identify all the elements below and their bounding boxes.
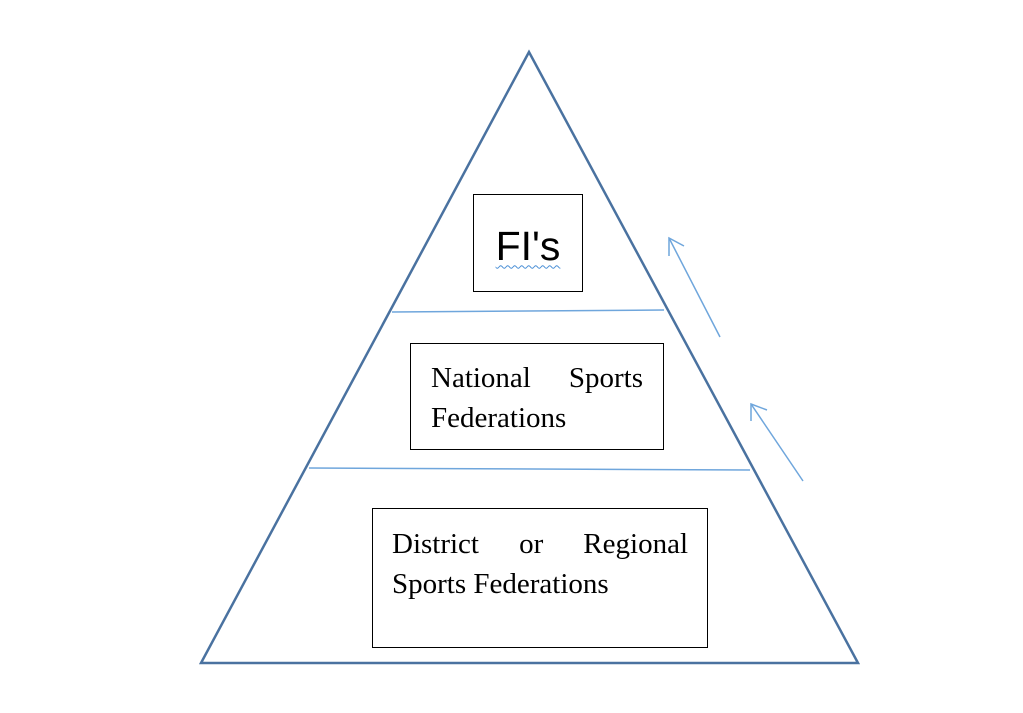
level-bottom-text: District or Regional Sports Federations <box>392 524 688 604</box>
level-bottom-line-1: District or Regional <box>392 528 688 560</box>
pyramid-outline <box>198 49 861 665</box>
divider-lower <box>308 467 751 471</box>
arrow-upper <box>668 236 721 338</box>
level-middle-box: National Sports Federations <box>410 343 664 450</box>
level-middle-line-1: National Sports <box>431 362 643 394</box>
level-top-label: FI's <box>495 222 561 269</box>
arrow-lower <box>750 402 804 482</box>
level-middle-text: National Sports Federations <box>431 358 643 438</box>
level-top-box: FI's <box>473 194 583 292</box>
level-bottom-box: District or Regional Sports Federations <box>372 508 708 648</box>
level-bottom-line-2: Sports Federations <box>392 568 609 600</box>
divider-upper <box>391 309 665 313</box>
level-middle-line-2: Federations <box>431 402 567 434</box>
